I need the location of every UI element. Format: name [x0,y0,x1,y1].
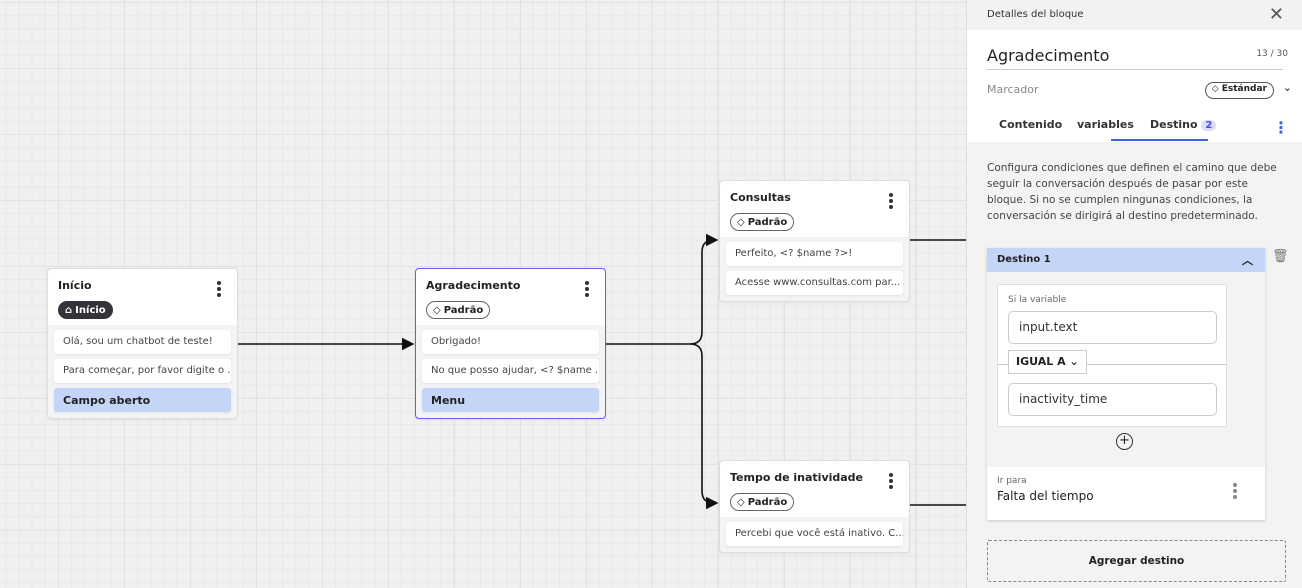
tab-variables[interactable]: variables [1077,118,1134,131]
tag-icon: ◇ [433,304,441,316]
node-consultas[interactable]: Consultas ◇Padrão Perfeito, <? $name ?>!… [719,180,910,302]
block-details-panel: Detalles del bloque ✕ Agradecimento 13 /… [966,0,1302,588]
node-title: Início [58,279,92,292]
message[interactable]: Acesse www.consultas.com par... [726,271,903,295]
block-title-input[interactable]: Agradecimento [987,46,1283,70]
add-condition-icon[interactable]: + [1116,433,1133,450]
node-agradecimento[interactable]: Agradecimento ◇Padrão Obrigado! No que p… [415,268,606,419]
message[interactable]: Para começar, por favor digite o ... [54,359,231,383]
destination-header[interactable]: Destino 1︿ [987,248,1265,272]
more-icon[interactable] [889,193,895,211]
tab-destino[interactable]: Destino 2 [1150,118,1217,131]
home-icon: ⌂ [65,304,73,316]
goto-section[interactable]: Ir para Falta del tiempo [987,467,1265,520]
marker-select[interactable]: ◇ Estándar [1204,82,1274,99]
tab-count-badge: 2 [1201,120,1217,131]
tabs: Contenido variables Destino 2 ⋮ [967,112,1302,142]
start-badge: ⌂Início [58,301,113,319]
goto-label: Ir para [997,476,1027,486]
close-icon[interactable]: ✕ [1268,4,1284,25]
more-icon[interactable] [217,281,223,299]
more-icon[interactable]: ⋮ [1273,118,1289,137]
message[interactable]: Olá, sou um chatbot de teste! [54,330,231,354]
tag-icon: ◇ [1211,84,1222,94]
tag-icon: ◇ [737,216,745,228]
chevron-up-icon[interactable]: ︿ [1242,254,1253,267]
variable-input[interactable]: input.text [1008,311,1217,344]
tab-contenido[interactable]: Contenido [999,118,1063,131]
edges [237,233,966,510]
operator-select[interactable]: IGUAL A ⌄ [1008,350,1087,374]
trash-icon[interactable]: 🗑 [1272,249,1289,264]
message[interactable]: Percebi que você está inativo. C... [726,522,903,546]
condition-label: Si la variable [1008,295,1067,305]
marker-badge: ◇Padrão [426,301,491,319]
description: Configura condiciones que definen el cam… [987,162,1277,222]
more-icon[interactable] [1233,483,1237,501]
destination-card: Destino 1︿ Si la variable input.text IGU… [987,248,1265,520]
marker-badge: ◇Padrão [730,493,795,511]
node-title: Consultas [730,191,791,204]
node-tempo-inatividade[interactable]: Tempo de inatividade ◇Padrão Percebi que… [719,460,910,553]
condition-box: Si la variable input.text IGUAL A ⌄ inac… [997,284,1227,427]
edge-agradecimento-tempo [689,343,719,510]
edge-agradecimento-consultas [605,233,719,345]
node-title: Tempo de inatividade [730,471,864,484]
more-icon[interactable] [889,473,895,491]
active-tab-indicator [1111,139,1208,141]
option[interactable]: Menu [422,388,599,412]
chevron-down-icon[interactable]: ⌄ [1282,81,1292,94]
node-title: Agradecimento [426,279,521,292]
tag-icon: ◇ [737,496,745,508]
marker-label: Marcador [987,83,1039,96]
message[interactable]: Obrigado! [422,330,599,354]
divider [998,364,1226,365]
message[interactable]: Perfeito, <? $name ?>! [726,242,903,266]
goto-value: Falta del tiempo [997,489,1094,503]
marker-badge: ◇Padrão [730,213,795,231]
more-icon[interactable] [585,281,591,299]
option[interactable]: Campo aberto [54,388,231,412]
add-destination-button[interactable]: Agregar destino [987,540,1286,582]
flow-canvas[interactable]: Início ⌂Início Olá, sou um chatbot de te… [0,0,966,588]
value-input[interactable]: inactivity_time [1008,383,1217,416]
char-count: 13 / 30 [1256,49,1288,59]
node-inicio[interactable]: Início ⌂Início Olá, sou um chatbot de te… [47,268,238,419]
chevron-down-icon: ⌄ [1069,355,1079,368]
panel-header: Detalles del bloque [987,9,1084,20]
message[interactable]: No que posso ajudar, <? $name ... [422,359,599,383]
